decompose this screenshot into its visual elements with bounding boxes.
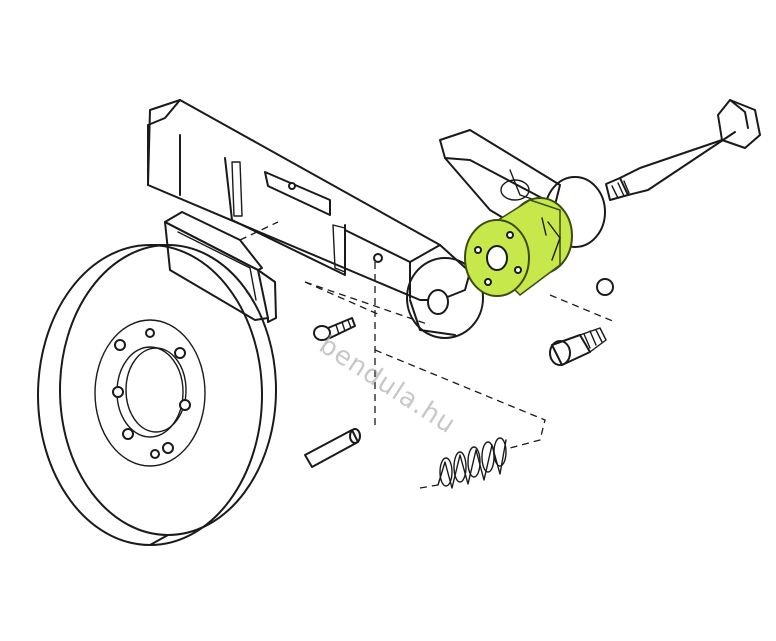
- socket-head-screw: [549, 294, 616, 366]
- pin: [304, 262, 381, 468]
- bushing-washer: [464, 197, 573, 297]
- brake-disc: [37, 244, 277, 546]
- brake-pad: [164, 211, 279, 323]
- coil-spring: [374, 349, 546, 489]
- pivot-bolt: [605, 99, 761, 201]
- caliper-bracket-arm: [147, 99, 484, 339]
- retaining-screw: [313, 317, 356, 341]
- small-ball: [596, 278, 614, 296]
